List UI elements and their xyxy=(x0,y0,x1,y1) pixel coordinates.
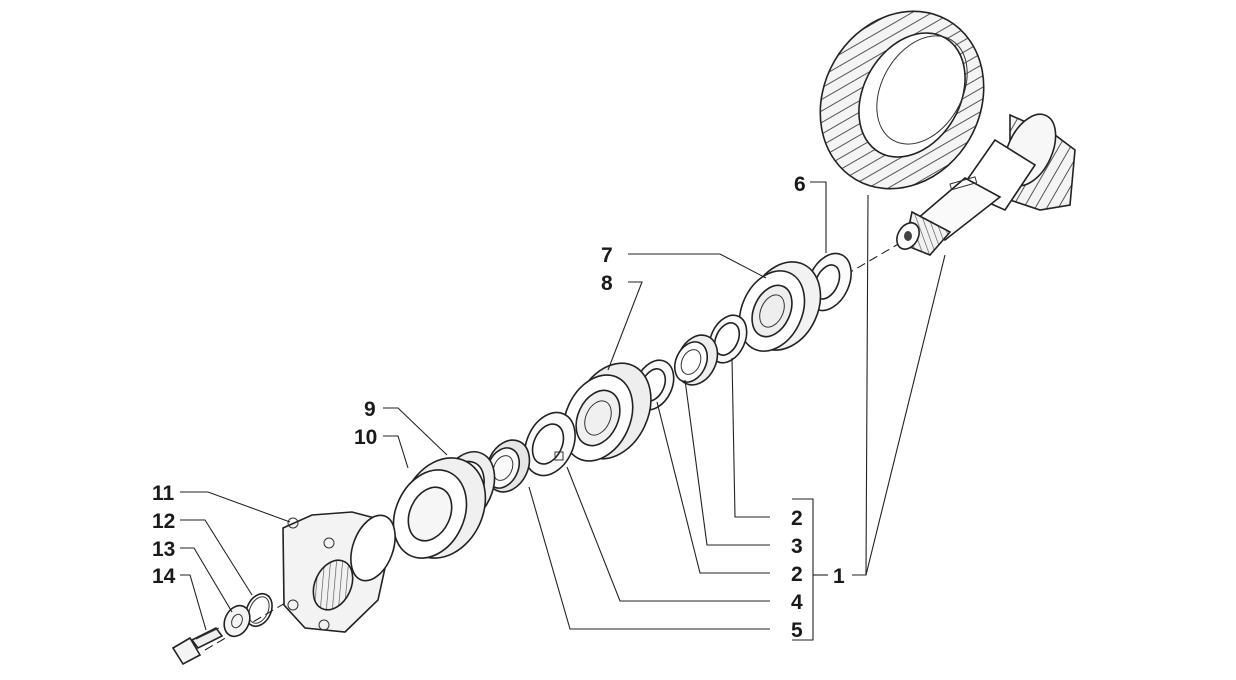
dust-cover-10 xyxy=(392,457,487,559)
label-part-4: 4 xyxy=(791,591,803,614)
spacer-ring-2-upper xyxy=(708,314,748,364)
label-part-7: 7 xyxy=(601,244,613,267)
part-labels: 6 7 8 9 10 11 12 13 14 2 3 2 4 5 1 xyxy=(152,173,845,642)
label-part-9: 9 xyxy=(364,398,376,421)
label-part-2-lower: 2 xyxy=(791,563,803,586)
bolt-14 xyxy=(171,626,224,666)
label-part-11: 11 xyxy=(152,482,175,505)
label-part-5: 5 xyxy=(791,619,803,642)
bearing-7 xyxy=(738,261,822,352)
yoke-11 xyxy=(282,511,396,633)
pinion-shaft xyxy=(896,113,1076,256)
collar-3 xyxy=(673,334,719,386)
label-part-1: 1 xyxy=(833,565,845,588)
crown-wheel xyxy=(819,10,985,190)
label-part-12: 12 xyxy=(152,510,175,533)
label-part-8: 8 xyxy=(601,272,613,295)
o-ring-12 xyxy=(245,592,273,628)
label-part-13: 13 xyxy=(152,538,175,561)
leader-lines xyxy=(180,181,946,641)
label-part-2-upper: 2 xyxy=(791,507,803,530)
tab-washer-4 xyxy=(524,411,576,477)
washer-13 xyxy=(223,604,251,638)
label-part-6: 6 xyxy=(794,173,806,196)
bearing-8 xyxy=(562,362,652,462)
label-part-10: 10 xyxy=(354,426,377,449)
label-part-3: 3 xyxy=(791,535,803,558)
label-part-14: 14 xyxy=(152,565,176,588)
